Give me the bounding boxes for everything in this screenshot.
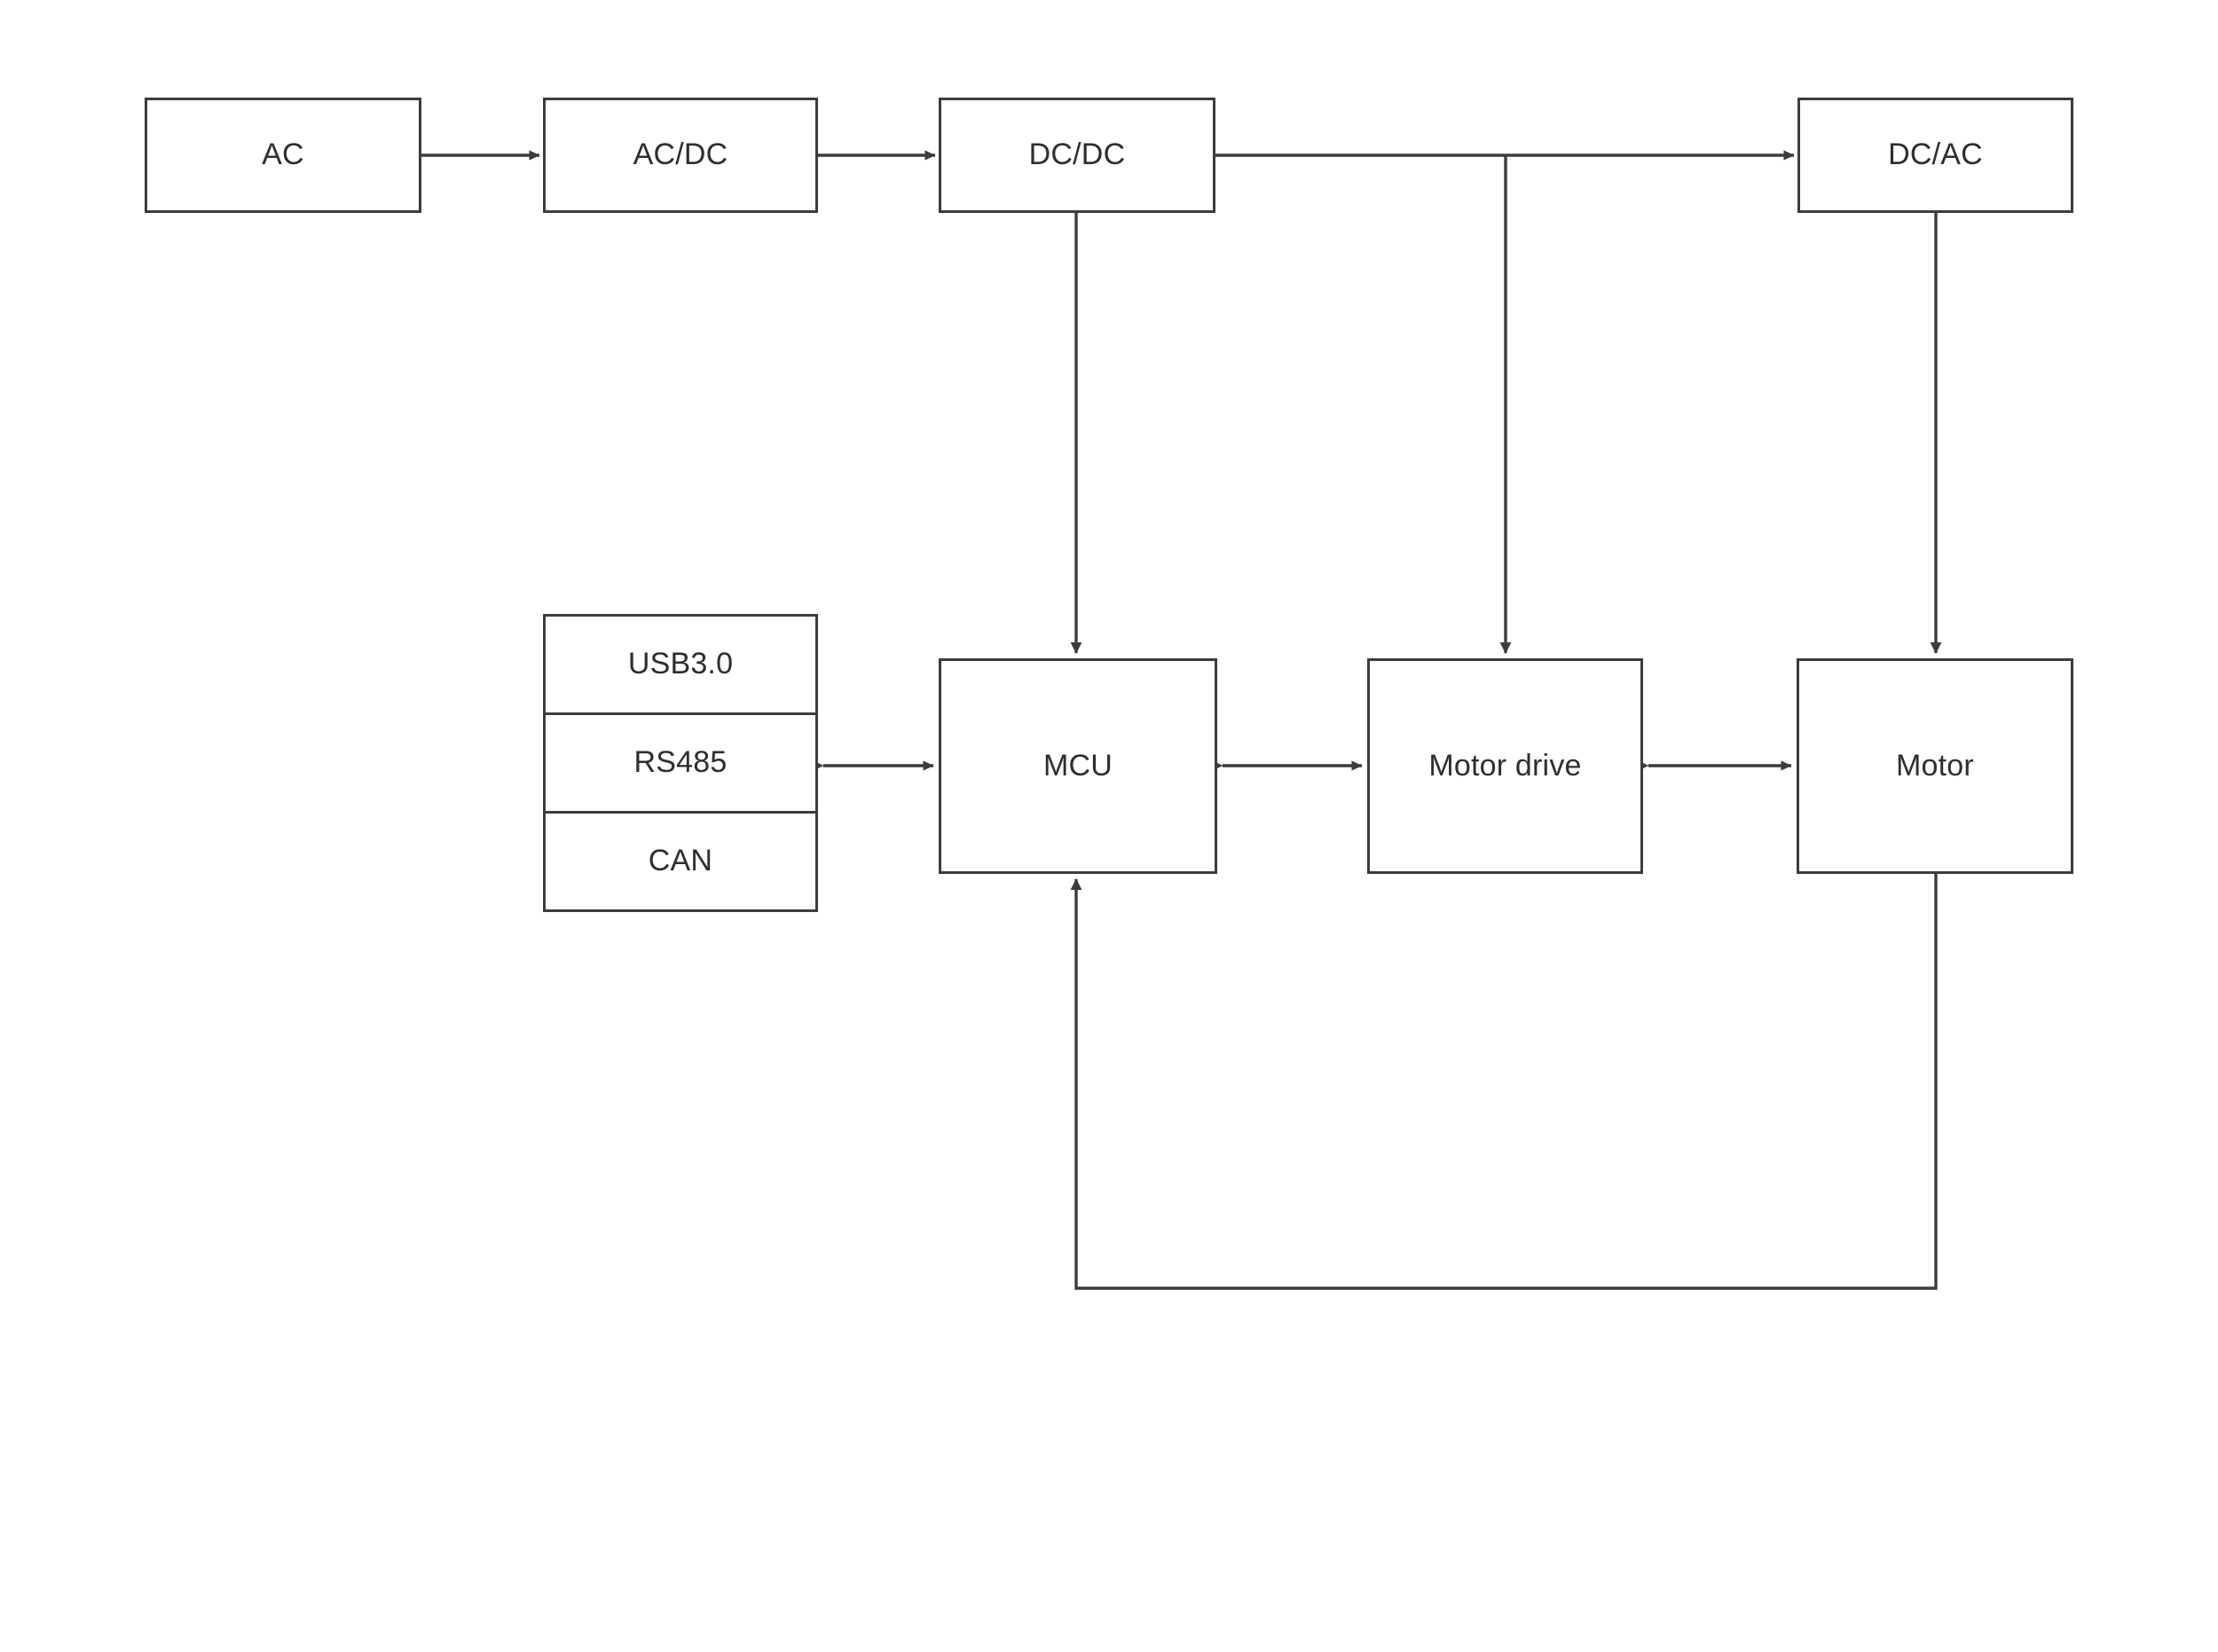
interface-stack: USB3.0 RS485 CAN bbox=[543, 614, 818, 912]
edge-motor-feedback-to-mcu bbox=[1070, 874, 1938, 1290]
node-motor-label: Motor bbox=[1896, 748, 1974, 783]
node-dcac[interactable]: DC/AC bbox=[1797, 98, 2073, 213]
interface-cell-can-label: CAN bbox=[648, 844, 713, 878]
node-ac[interactable]: AC bbox=[145, 98, 421, 213]
node-motor-drive[interactable]: Motor drive bbox=[1367, 658, 1643, 874]
node-ac-label: AC bbox=[262, 138, 304, 172]
interface-cell-usb[interactable]: USB3.0 bbox=[546, 617, 815, 712]
interface-cell-rs485[interactable]: RS485 bbox=[546, 712, 815, 811]
node-mcu[interactable]: MCU bbox=[939, 658, 1217, 874]
node-dcac-label: DC/AC bbox=[1888, 138, 1983, 172]
interface-cell-usb-label: USB3.0 bbox=[627, 647, 734, 681]
node-mcu-label: MCU bbox=[1042, 748, 1113, 783]
node-motor[interactable]: Motor bbox=[1797, 658, 2073, 874]
node-dcdc-label: DC/DC bbox=[1028, 138, 1126, 172]
node-motor-drive-label: Motor drive bbox=[1428, 748, 1582, 783]
node-dcdc[interactable]: DC/DC bbox=[939, 98, 1215, 213]
interface-cell-rs485-label: RS485 bbox=[633, 745, 728, 780]
node-acdc-label: AC/DC bbox=[633, 138, 728, 172]
node-acdc[interactable]: AC/DC bbox=[543, 98, 818, 213]
interface-cell-can[interactable]: CAN bbox=[546, 811, 815, 909]
